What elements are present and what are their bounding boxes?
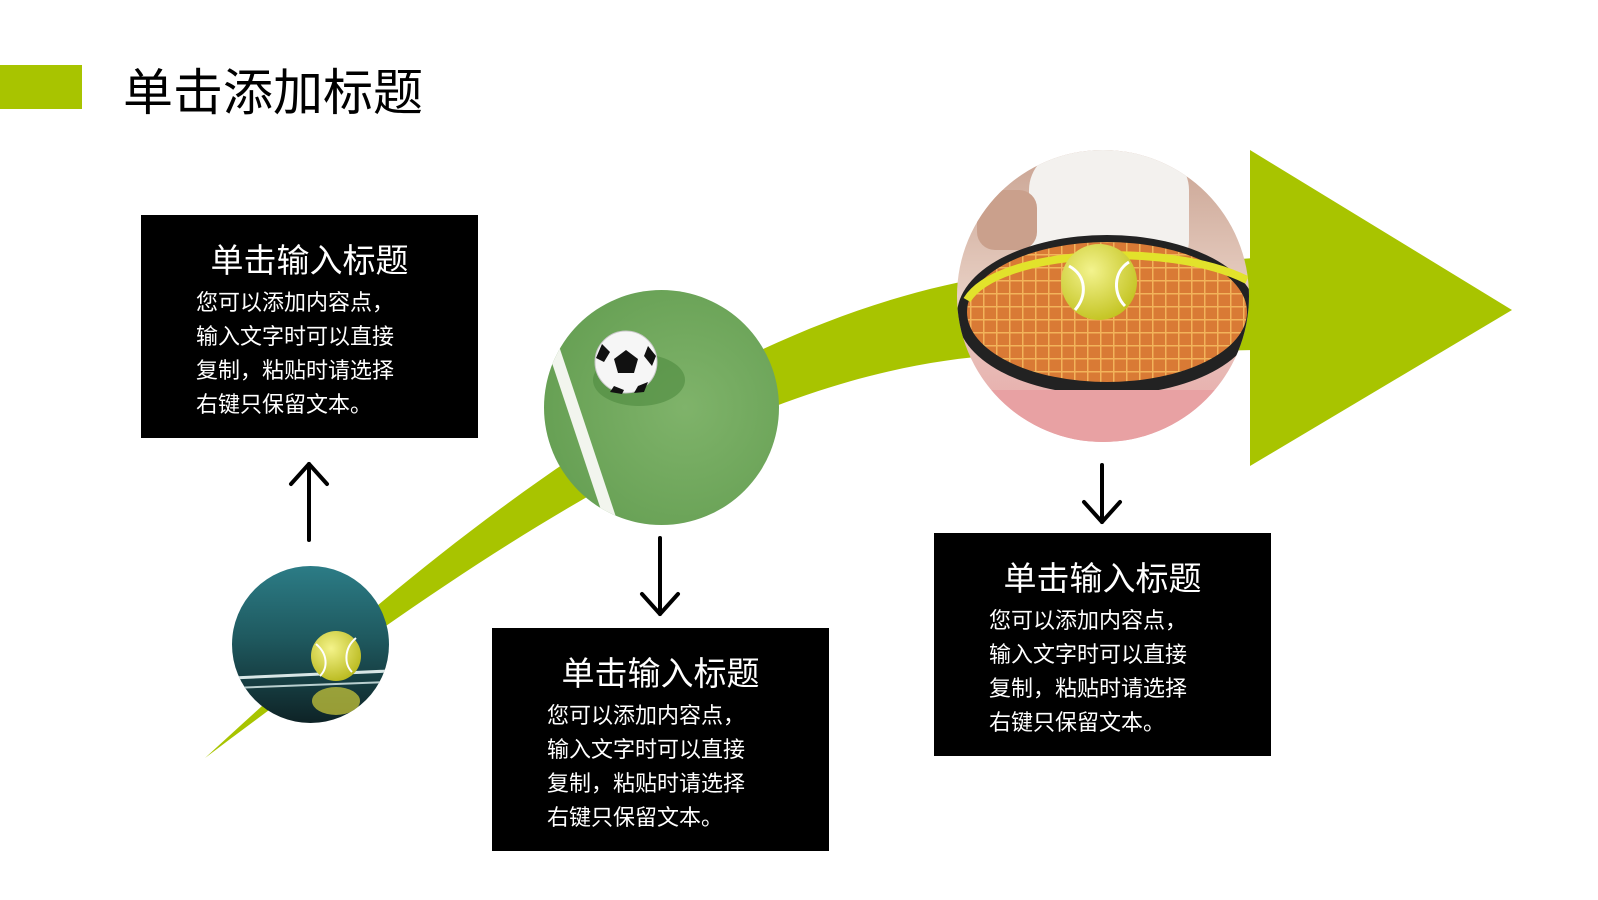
tennis-ball-photo — [232, 566, 389, 723]
text-box-title[interactable]: 单击输入标题 — [210, 241, 409, 280]
text-box-title[interactable]: 单击输入标题 — [561, 654, 760, 693]
text-box-title[interactable]: 单击输入标题 — [1003, 559, 1202, 598]
arrow-head — [1250, 150, 1512, 466]
text-box-2[interactable]: 单击输入标题 您可以添加内容点， 输入文字时可以直接 复制，粘贴时请选择 右键只… — [492, 628, 829, 851]
tennis-racket-photo — [957, 150, 1249, 442]
text-box-3[interactable]: 单击输入标题 您可以添加内容点， 输入文字时可以直接 复制，粘贴时请选择 右键只… — [934, 533, 1271, 756]
page-title[interactable]: 单击添加标题 — [123, 64, 423, 122]
title-accent-bar — [0, 65, 82, 109]
text-box-body[interactable]: 您可以添加内容点， 输入文字时可以直接 复制，粘贴时请选择 右键只保留文本。 — [547, 704, 746, 831]
arrow-down-icon — [1082, 463, 1122, 524]
text-box-1[interactable]: 单击输入标题 您可以添加内容点， 输入文字时可以直接 复制，粘贴时请选择 右键只… — [141, 215, 478, 438]
soccer-ball-photo — [544, 290, 779, 525]
arrow-down-icon — [640, 536, 680, 616]
text-box-body[interactable]: 您可以添加内容点， 输入文字时可以直接 复制，粘贴时请选择 右键只保留文本。 — [196, 291, 395, 418]
text-box-body[interactable]: 您可以添加内容点， 输入文字时可以直接 复制，粘贴时请选择 右键只保留文本。 — [989, 609, 1188, 736]
arrow-up-icon — [289, 462, 329, 542]
